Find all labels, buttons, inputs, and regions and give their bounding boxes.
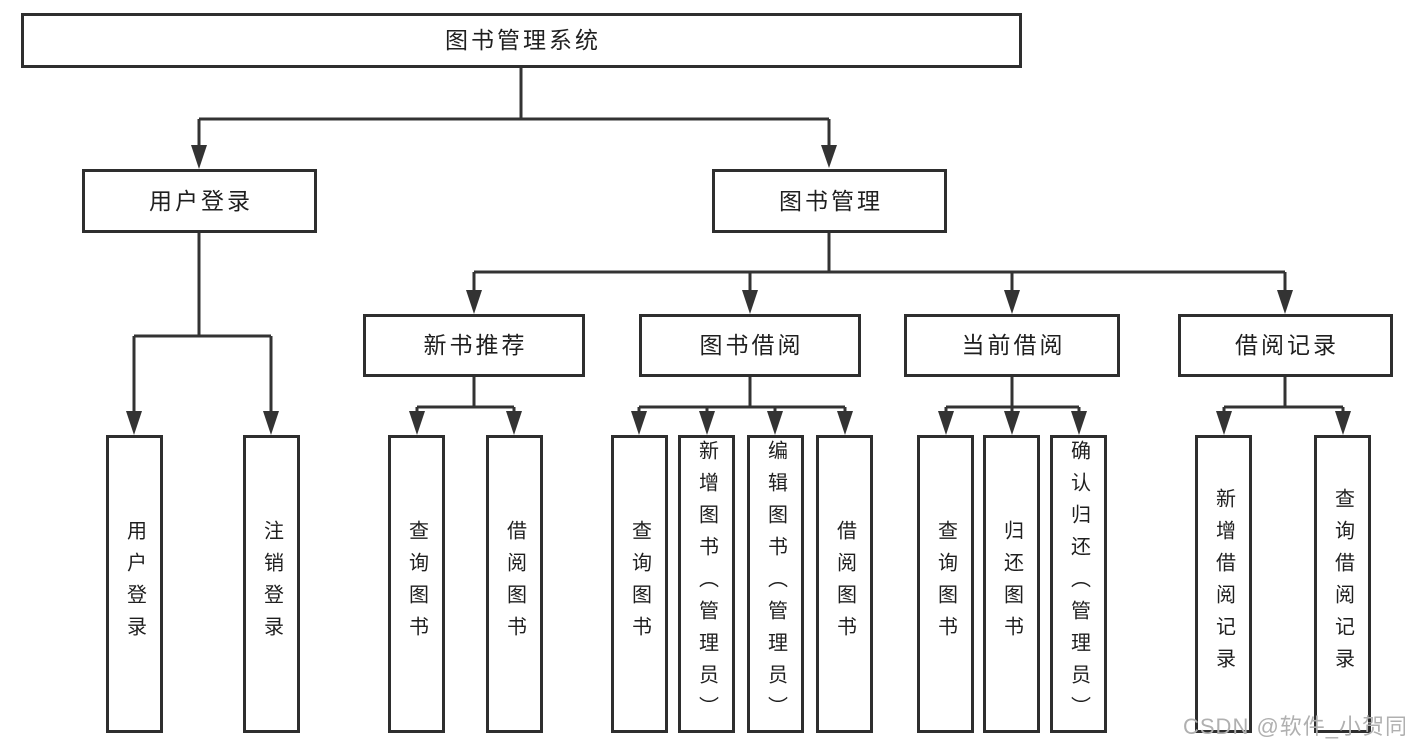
node-leaf-borrow-books: 借阅图书 [816, 435, 873, 733]
node-leaf-query-books-borrow: 查询图书 [611, 435, 668, 733]
node-leaf-query-books-recommend: 查询图书 [388, 435, 445, 733]
arrowhead-icon [1071, 411, 1087, 435]
node-leaf-return-books: 归还图书 [983, 435, 1040, 733]
arrowhead-icon [191, 145, 207, 169]
csdn-watermark: CSDN @软件_小贺同学 [1183, 714, 1405, 739]
node-user-login: 用户登录 [82, 169, 317, 233]
node-label: 借阅图书 [503, 520, 526, 648]
node-label: 查询借阅记录 [1331, 488, 1354, 680]
node-leaf-add-borrow-record: 新增借阅记录 [1195, 435, 1252, 733]
node-leaf-confirm-return-admin: 确认归还（管理员） [1050, 435, 1107, 733]
arrowhead-icon [767, 411, 783, 435]
arrowhead-icon [1004, 290, 1020, 314]
arrowhead-icon [742, 290, 758, 314]
node-label: 注销登录 [260, 520, 283, 648]
node-label: 归还图书 [1000, 520, 1023, 648]
arrowhead-icon [1335, 411, 1351, 435]
node-label: 新增图书（管理员） [695, 440, 718, 728]
node-label: 查询图书 [405, 520, 428, 648]
node-borrow-records: 借阅记录 [1178, 314, 1393, 377]
node-label: 当前借阅 [961, 332, 1066, 358]
arrowhead-icon [263, 411, 279, 435]
arrowhead-icon [506, 411, 522, 435]
node-label: 图书借阅 [699, 332, 804, 358]
arrowhead-icon [466, 290, 482, 314]
node-leaf-logout: 注销登录 [243, 435, 300, 733]
node-label: 查询图书 [934, 520, 957, 648]
arrowhead-icon [1004, 411, 1020, 435]
node-label: 图书管理系统 [445, 27, 601, 53]
arrowhead-icon [631, 411, 647, 435]
arrowhead-icon [1216, 411, 1232, 435]
node-label: 用户登录 [149, 187, 253, 214]
connector-new-book-recommend-branch [409, 377, 522, 435]
node-label: 确认归还（管理员） [1067, 440, 1090, 728]
arrowhead-icon [837, 411, 853, 435]
arrowhead-icon [409, 411, 425, 435]
node-label: 新书推荐 [423, 332, 528, 358]
arrowhead-icon [821, 145, 837, 168]
node-label: 新增借阅记录 [1212, 488, 1235, 680]
node-label: 查询图书 [628, 520, 651, 648]
node-label: 编辑图书（管理员） [764, 440, 787, 728]
node-new-book-recommend: 新书推荐 [363, 314, 585, 377]
connector-book-borrow-branch [631, 377, 853, 435]
node-book-management: 图书管理 [712, 169, 947, 233]
arrowhead-icon [126, 411, 142, 435]
connector-book-management-branch [466, 233, 1293, 314]
node-leaf-user-login: 用户登录 [106, 435, 163, 733]
connector-current-borrow-branch [938, 377, 1087, 435]
arrowhead-icon [1277, 290, 1293, 314]
node-leaf-edit-books-admin: 编辑图书（管理员） [747, 435, 804, 733]
node-leaf-add-books-admin: 新增图书（管理员） [678, 435, 735, 733]
arrowhead-icon [938, 411, 954, 435]
node-book-borrow: 图书借阅 [639, 314, 861, 377]
connector-root-to-level2 [191, 68, 837, 169]
node-current-borrow: 当前借阅 [904, 314, 1120, 377]
node-label: 借阅图书 [833, 520, 856, 648]
node-library-system: 图书管理系统 [21, 13, 1022, 68]
arrowhead-icon [699, 411, 715, 435]
node-label: 图书管理 [779, 187, 883, 214]
node-leaf-query-books-current: 查询图书 [917, 435, 974, 733]
connector-borrow-records-branch [1216, 377, 1351, 435]
node-label: 用户登录 [123, 520, 146, 648]
node-leaf-borrow-books-recommend: 借阅图书 [486, 435, 543, 733]
node-label: 借阅记录 [1235, 332, 1339, 358]
connector-user-login-branch [126, 233, 279, 435]
node-leaf-query-borrow-record: 查询借阅记录 [1314, 435, 1371, 733]
